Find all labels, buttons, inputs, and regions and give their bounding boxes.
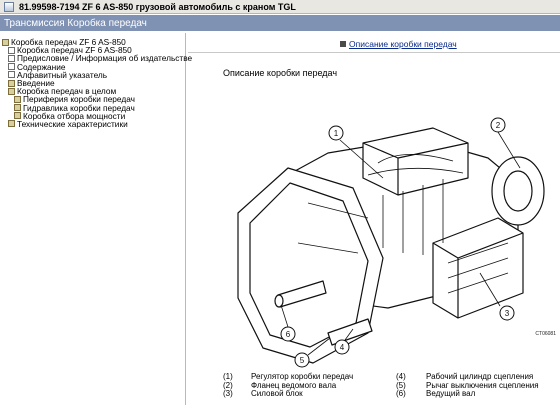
legend-row: (2) Фланец ведомого вала (5) Рычаг выклю… [223,380,553,391]
tree-item-root[interactable]: Коробка передач ZF 6 AS-850 [0,38,185,46]
tree-item-label: Коробка передач ZF 6 AS-850 [17,45,132,56]
legend-number: (3) [223,389,233,399]
legend-number: (1) [223,372,233,381]
tree-item-foreword[interactable]: Предисловие / Информация об издательстве [0,54,192,63]
tree-item-label: Периферия коробки передач [23,94,135,105]
callout-1: 1 [334,129,339,138]
content-pane: Описание коробки передач Описание коробк… [188,33,560,405]
legend-number: (2) [223,380,233,390]
tree-item-pto[interactable]: Коробка отбора мощности [0,110,185,121]
tree-item-specs[interactable]: Технические характеристики [0,120,185,128]
window-title: 81.99598-7194 ZF 6 AS-850 грузовой автом… [19,1,296,12]
callout-markers: 1 2 3 4 6 5 [280,117,515,368]
book-icon [8,79,15,87]
callout-6: 6 [286,330,291,339]
tree-item-label: Коробка передач в целом [17,86,117,97]
description-link[interactable]: Описание коробки передач [340,39,457,49]
page-icon [8,71,15,79]
callout-2: 2 [496,121,501,130]
legend-text: Рычаг выключения сцепления [426,380,539,390]
tree-item-hydraulics[interactable]: Гидравлика коробки передач [0,102,185,113]
legend-row: (3) Силовой блок (6) Ведущий вал [223,390,553,399]
tree-item-label: Гидравлика коробки передач [23,102,135,113]
figure-legend: (1) Регулятор коробки передач (4) Рабочи… [223,372,553,399]
page-icon [8,63,15,71]
legend-number: (5) [396,380,406,390]
tree-item-label: Технические характеристики [17,118,128,129]
tree-item-label: Коробка отбора мощности [23,110,126,121]
figure-code: CT06081 [535,331,556,337]
tree-item-gearbox-general[interactable]: Коробка передач в целом [0,87,185,95]
book-icon [14,95,21,103]
sidebar-tree: Коробка передач ZF 6 AS-850 Коробка пере… [0,33,192,405]
tree-item-contents[interactable]: Содержание [0,61,185,72]
content-toolbar: Описание коробки передач [188,33,560,53]
legend-text: Силовой блок [251,389,303,399]
tree-item-periphery[interactable]: Периферия коробки передач [0,94,185,105]
page-title: Описание коробки передач [223,68,338,78]
legend-text: Ведущий вал [426,389,476,399]
page-icon [8,46,15,54]
tree-item-label: Предисловие / Информация об издательстве [17,53,193,64]
tree-item-label: Алфавитный указатель [17,69,108,80]
legend-text: Фланец ведомого вала [251,380,337,390]
description-link-label[interactable]: Описание коробки передач [349,39,457,49]
tree-item-gearbox[interactable]: Коробка передач ZF 6 AS-850 [0,46,185,54]
legend-number: (4) [396,372,406,381]
book-open-icon [8,87,15,95]
window-title-bar: 81.99598-7194 ZF 6 AS-850 грузовой автом… [0,0,560,14]
legend-row: (1) Регулятор коробки передач (4) Рабочи… [223,372,553,382]
callout-4: 4 [340,343,345,352]
legend-number: (6) [396,389,406,399]
book-icon [14,104,21,112]
book-icon [8,120,15,128]
bullet-icon [340,41,346,47]
tree-item-label: Введение [17,77,55,88]
tree-item-introduction[interactable]: Введение [0,79,185,87]
tree-item-label: Содержание [17,61,66,72]
book-icon [14,112,21,120]
app-icon [4,1,14,12]
page-icon [8,54,15,62]
tree-item-label: Коробка передач ZF 6 AS-850 [11,37,126,47]
legend-text: Регулятор коробки передач [251,372,354,381]
callout-3: 3 [505,309,510,318]
tree-item-index[interactable]: Алфавитный указатель [0,69,185,80]
legend-text: Рабочий цилиндр сцепления [426,372,534,381]
section-header: Трансмиссия Коробка передач [0,15,560,31]
gearbox-illustration [237,127,545,364]
book-icon [2,38,9,46]
section-title: Трансмиссия Коробка передач [4,17,147,29]
callout-5: 5 [300,356,305,365]
